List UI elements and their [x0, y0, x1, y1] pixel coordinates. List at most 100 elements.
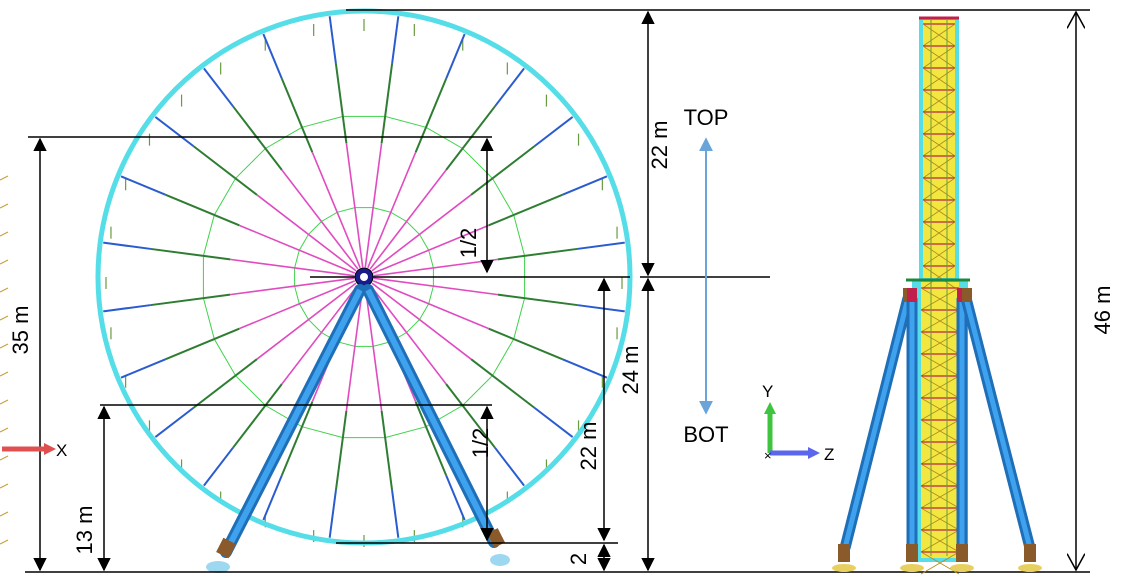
spoke-outer-segment: [577, 241, 625, 250]
spoke-middle-segment: [488, 327, 564, 361]
spoke-outer-segment: [328, 16, 337, 64]
spoke-outer-segment: [328, 490, 337, 538]
spoke-middle-segment: [445, 105, 496, 171]
side-leg-top-2: [907, 288, 917, 302]
spoke-middle-segment: [232, 105, 283, 171]
z-axis-label: Z: [824, 445, 834, 464]
half-upper-label: 1/2: [456, 228, 481, 259]
left-edge-structure: [0, 175, 9, 545]
left-edge-member: [0, 483, 9, 489]
z-axis-arrowhead: [808, 447, 820, 459]
lattice-brace: [920, 441, 960, 465]
spoke-inner-segment: [345, 143, 364, 268]
lattice-brace: [920, 485, 960, 509]
lattice-brace: [922, 45, 956, 69]
side-base-4: [1024, 544, 1036, 562]
spoke-outer-segment: [577, 304, 625, 313]
spoke-middle-segment: [150, 247, 231, 261]
lattice-brace: [922, 221, 956, 245]
spoke-middle-segment: [232, 383, 283, 449]
spoke-middle-segment: [334, 63, 348, 144]
spoke-outer-segment: [391, 490, 400, 538]
spoke-inner-segment: [364, 143, 383, 268]
spoke-outer-segment: [203, 446, 234, 487]
spoke-outer-segment: [533, 116, 574, 147]
spoke-middle-segment: [497, 247, 578, 261]
lattice-brace: [920, 397, 960, 421]
spoke-middle-segment: [150, 293, 231, 307]
left-edge-member: [0, 511, 9, 517]
spoke-middle-segment: [470, 358, 536, 409]
left-edge-member: [0, 231, 9, 237]
side-footing-4: [1018, 564, 1042, 572]
side-footing-1: [832, 564, 856, 572]
spoke-inner-segment: [371, 194, 472, 272]
right-footing: [490, 554, 510, 566]
spoke-outer-segment: [154, 407, 195, 438]
left-leg-base: [216, 537, 236, 559]
wheel-front-view: [95, 8, 633, 547]
spoke-inner-segment: [230, 258, 355, 277]
lattice-brace: [922, 243, 956, 267]
spoke-middle-segment: [192, 145, 258, 196]
x-axis-label: X: [56, 441, 67, 460]
spoke-outer-segment: [445, 475, 466, 521]
tower-lattice: [920, 20, 960, 575]
bot-label: BOT: [683, 422, 728, 447]
spoke-inner-segment: [345, 286, 364, 411]
left-edge-member: [0, 259, 9, 265]
left-footing: [206, 561, 230, 573]
spoke-middle-segment: [164, 193, 240, 227]
left-edge-member: [0, 203, 9, 209]
spoke-outer-segment: [445, 33, 466, 79]
spoke-inner-segment: [238, 224, 356, 274]
spoke-inner-segment: [281, 284, 359, 385]
spoke-outer-segment: [494, 67, 525, 108]
yz-axis-triad: × Y Z: [762, 382, 834, 464]
tower-column-upper-core: [923, 20, 955, 278]
lattice-brace: [922, 199, 956, 223]
left-edge-member: [0, 455, 9, 461]
spoke-outer-segment: [103, 304, 151, 313]
side-base-2: [906, 544, 918, 562]
lattice-brace: [920, 529, 960, 553]
spoke-outer-segment: [391, 16, 400, 64]
side-leg-top-4: [962, 288, 972, 302]
lattice-brace: [922, 23, 956, 47]
left-leg-highlight: [223, 288, 363, 554]
total-height-label: 46 m: [1090, 286, 1115, 335]
lattice-brace: [920, 419, 960, 443]
spoke-outer-segment: [533, 407, 574, 438]
x-axis-indicator: X: [2, 441, 67, 460]
lattice-brace: [922, 89, 956, 113]
lattice-brace: [920, 353, 960, 377]
spoke-outer-segment: [120, 358, 166, 379]
spoke-inner-segment: [311, 151, 361, 269]
spoke-middle-segment: [414, 401, 448, 477]
lattice-brace: [922, 177, 956, 201]
left-edge-member: [0, 175, 9, 181]
lower-radius-label: 24 m: [618, 346, 643, 395]
lattice-brace: [922, 265, 956, 289]
lattice-brace: [920, 463, 960, 487]
left-edge-member: [0, 399, 9, 405]
side-view-tower: [832, 16, 1042, 575]
left-edge-member: [0, 315, 9, 321]
spoke-middle-segment: [380, 63, 394, 144]
lattice-brace: [920, 287, 960, 311]
lattice-brace: [920, 375, 960, 399]
spoke-inner-segment: [238, 280, 356, 330]
y-axis-label: Y: [762, 382, 773, 401]
lattice-brace: [922, 155, 956, 179]
left-13-label: 13 m: [72, 506, 97, 555]
spoke-outer-segment: [154, 116, 195, 147]
side-outer-right-leg-hl: [963, 297, 1033, 549]
spoke-inner-segment: [256, 282, 357, 360]
top-bot-indicator: TOP BOT: [683, 105, 728, 447]
a-frame-legs: [206, 284, 510, 573]
spoke-middle-segment: [192, 358, 258, 409]
spoke-outer-segment: [120, 175, 166, 196]
lattice-brace: [920, 551, 960, 575]
upper-radius-label: 22 m: [647, 121, 672, 170]
